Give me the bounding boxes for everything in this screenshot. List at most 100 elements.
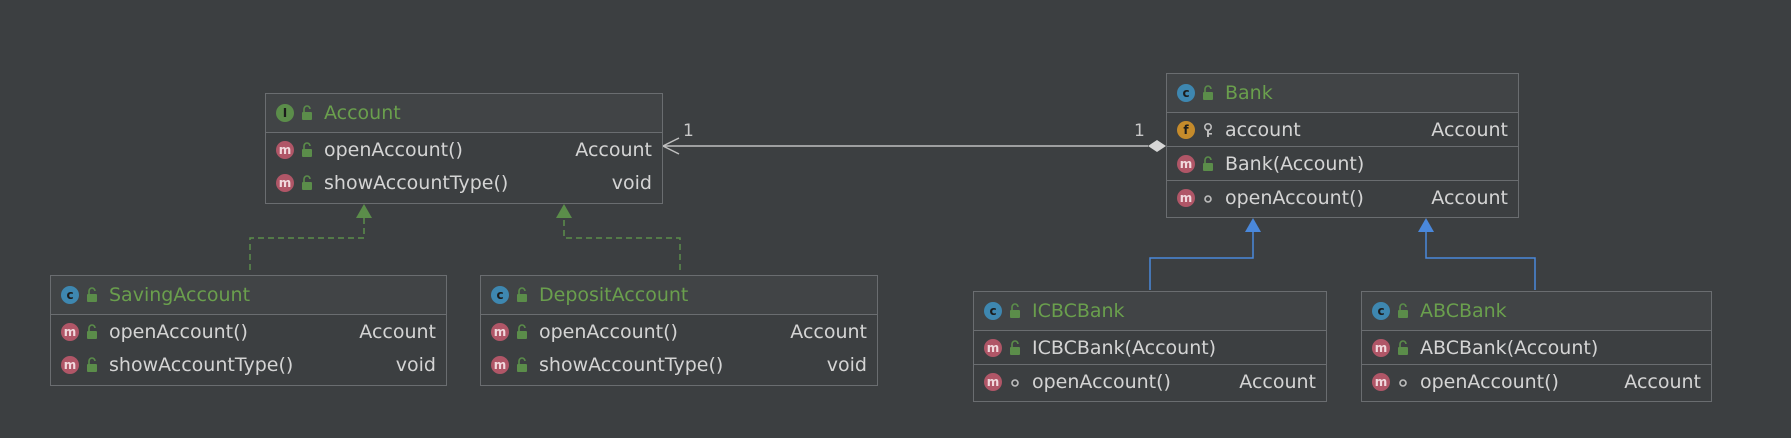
method-icon: m xyxy=(491,322,509,341)
depositaccount-class-box[interactable]: c DepositAccount m openAccount() Account… xyxy=(480,275,878,386)
method-icon: m xyxy=(1372,372,1390,391)
class-icon: c xyxy=(1177,84,1195,102)
method-return-type: Account xyxy=(1431,186,1508,209)
public-visibility-icon xyxy=(302,141,312,157)
generalization-edge-abc xyxy=(1425,232,1536,290)
class-icon: c xyxy=(491,286,509,304)
method-icon: m xyxy=(276,173,294,192)
method-return-type: void xyxy=(826,353,867,376)
constructor-name: Bank(Account) xyxy=(1225,152,1365,175)
method-icon: m xyxy=(984,338,1002,357)
public-visibility-icon xyxy=(302,174,312,190)
method-return-type: void xyxy=(395,353,436,376)
composition-diamond xyxy=(1148,140,1166,152)
association-source-multiplicity: 1 xyxy=(683,121,694,141)
account-title: Account xyxy=(324,102,401,124)
class-icon: c xyxy=(984,302,1002,320)
savingaccount-title: SavingAccount xyxy=(109,284,251,306)
realization-arrowhead-saving xyxy=(356,204,372,218)
interface-icon: I xyxy=(276,104,294,122)
method-name: openAccount() xyxy=(109,320,248,343)
public-visibility-icon xyxy=(302,105,312,120)
public-visibility-icon xyxy=(1010,339,1020,355)
method-return-type: void xyxy=(611,171,652,194)
generalization-edge-icbc xyxy=(1149,232,1254,290)
method-name: showAccountType() xyxy=(109,353,294,376)
class-icon: c xyxy=(61,286,79,304)
public-visibility-icon xyxy=(87,356,97,372)
method-return-type: Account xyxy=(1624,370,1701,393)
public-visibility-icon xyxy=(517,356,527,372)
abcbank-methods: m openAccount() Account xyxy=(1362,365,1711,398)
method-icon: m xyxy=(491,355,509,374)
association-arrowhead xyxy=(661,137,680,155)
field-icon: f xyxy=(1177,120,1195,139)
abcbank-constructor-row[interactable]: m ABCBank(Account) xyxy=(1362,331,1711,364)
method-name: openAccount() xyxy=(1032,370,1171,393)
savingaccount-method-row[interactable]: m openAccount() Account xyxy=(51,315,446,348)
constructor-name: ABCBank(Account) xyxy=(1420,336,1599,359)
depositaccount-method-row[interactable]: m openAccount() Account xyxy=(481,315,877,348)
public-visibility-icon xyxy=(517,323,527,339)
protected-visibility-icon xyxy=(1203,122,1213,137)
method-name: openAccount() xyxy=(324,138,463,161)
bank-constructor-row[interactable]: m Bank(Account) xyxy=(1167,147,1518,180)
class-icon: c xyxy=(1372,302,1390,320)
depositaccount-header: c DepositAccount xyxy=(481,276,877,315)
savingaccount-method-row[interactable]: m showAccountType() void xyxy=(51,348,446,381)
bank-fields: f account Account xyxy=(1167,113,1518,147)
depositaccount-method-row[interactable]: m showAccountType() void xyxy=(481,348,877,381)
method-name: showAccountType() xyxy=(324,171,509,194)
realization-edge-deposit xyxy=(563,218,681,270)
association-target-multiplicity: 1 xyxy=(1134,121,1145,141)
method-icon: m xyxy=(984,372,1002,391)
generalization-arrowhead-abc xyxy=(1418,218,1434,232)
abcbank-constructors: m ABCBank(Account) xyxy=(1362,331,1711,365)
icbcbank-method-row[interactable]: m openAccount() Account xyxy=(974,365,1326,398)
public-visibility-icon xyxy=(87,323,97,339)
icbcbank-constructor-row[interactable]: m ICBCBank(Account) xyxy=(974,331,1326,364)
method-icon: m xyxy=(1372,338,1390,357)
icbcbank-title: ICBCBank xyxy=(1032,300,1125,322)
account-method-row[interactable]: m openAccount() Account xyxy=(266,133,662,166)
icbcbank-class-box[interactable]: c ICBCBank m ICBCBank(Account) m openAcc… xyxy=(973,291,1327,402)
abcbank-header: c ABCBank xyxy=(1362,292,1711,331)
bank-header: c Bank xyxy=(1167,74,1518,113)
savingaccount-header: c SavingAccount xyxy=(51,276,446,315)
generalization-arrowhead-icbc xyxy=(1245,218,1261,232)
method-name: openAccount() xyxy=(539,320,678,343)
account-interface-box[interactable]: I Account m openAccount() Account m show… xyxy=(265,93,663,204)
public-visibility-icon xyxy=(1203,85,1213,100)
abcbank-class-box[interactable]: c ABCBank m ABCBank(Account) m openAccou… xyxy=(1361,291,1712,402)
icbcbank-methods: m openAccount() Account xyxy=(974,365,1326,398)
method-icon: m xyxy=(61,322,79,341)
bank-method-row[interactable]: m openAccount() Account xyxy=(1167,181,1518,214)
bank-methods: m openAccount() Account xyxy=(1167,181,1518,214)
method-icon: m xyxy=(276,140,294,159)
depositaccount-members: m openAccount() Account m showAccountTyp… xyxy=(481,315,877,381)
method-icon: m xyxy=(1177,188,1195,207)
method-return-type: Account xyxy=(1239,370,1316,393)
constructor-name: ICBCBank(Account) xyxy=(1032,336,1217,359)
account-method-row[interactable]: m showAccountType() void xyxy=(266,166,662,199)
bank-class-box[interactable]: c Bank f account Account m Bank(Account)… xyxy=(1166,73,1519,218)
public-visibility-icon xyxy=(1398,339,1408,355)
public-visibility-icon xyxy=(1203,155,1213,171)
method-name: showAccountType() xyxy=(539,353,724,376)
abcbank-method-row[interactable]: m openAccount() Account xyxy=(1362,365,1711,398)
method-name: openAccount() xyxy=(1225,186,1364,209)
icbcbank-constructors: m ICBCBank(Account) xyxy=(974,331,1326,365)
method-icon: m xyxy=(61,355,79,374)
abcbank-title: ABCBank xyxy=(1420,300,1507,322)
field-type: Account xyxy=(1431,118,1508,141)
package-visibility-icon xyxy=(1011,378,1019,387)
public-visibility-icon xyxy=(517,287,527,302)
public-visibility-icon xyxy=(1010,303,1020,318)
bank-constructors: m Bank(Account) xyxy=(1167,147,1518,181)
method-return-type: Account xyxy=(790,320,867,343)
savingaccount-class-box[interactable]: c SavingAccount m openAccount() Account … xyxy=(50,275,447,386)
bank-field-row[interactable]: f account Account xyxy=(1167,113,1518,146)
method-name: openAccount() xyxy=(1420,370,1559,393)
